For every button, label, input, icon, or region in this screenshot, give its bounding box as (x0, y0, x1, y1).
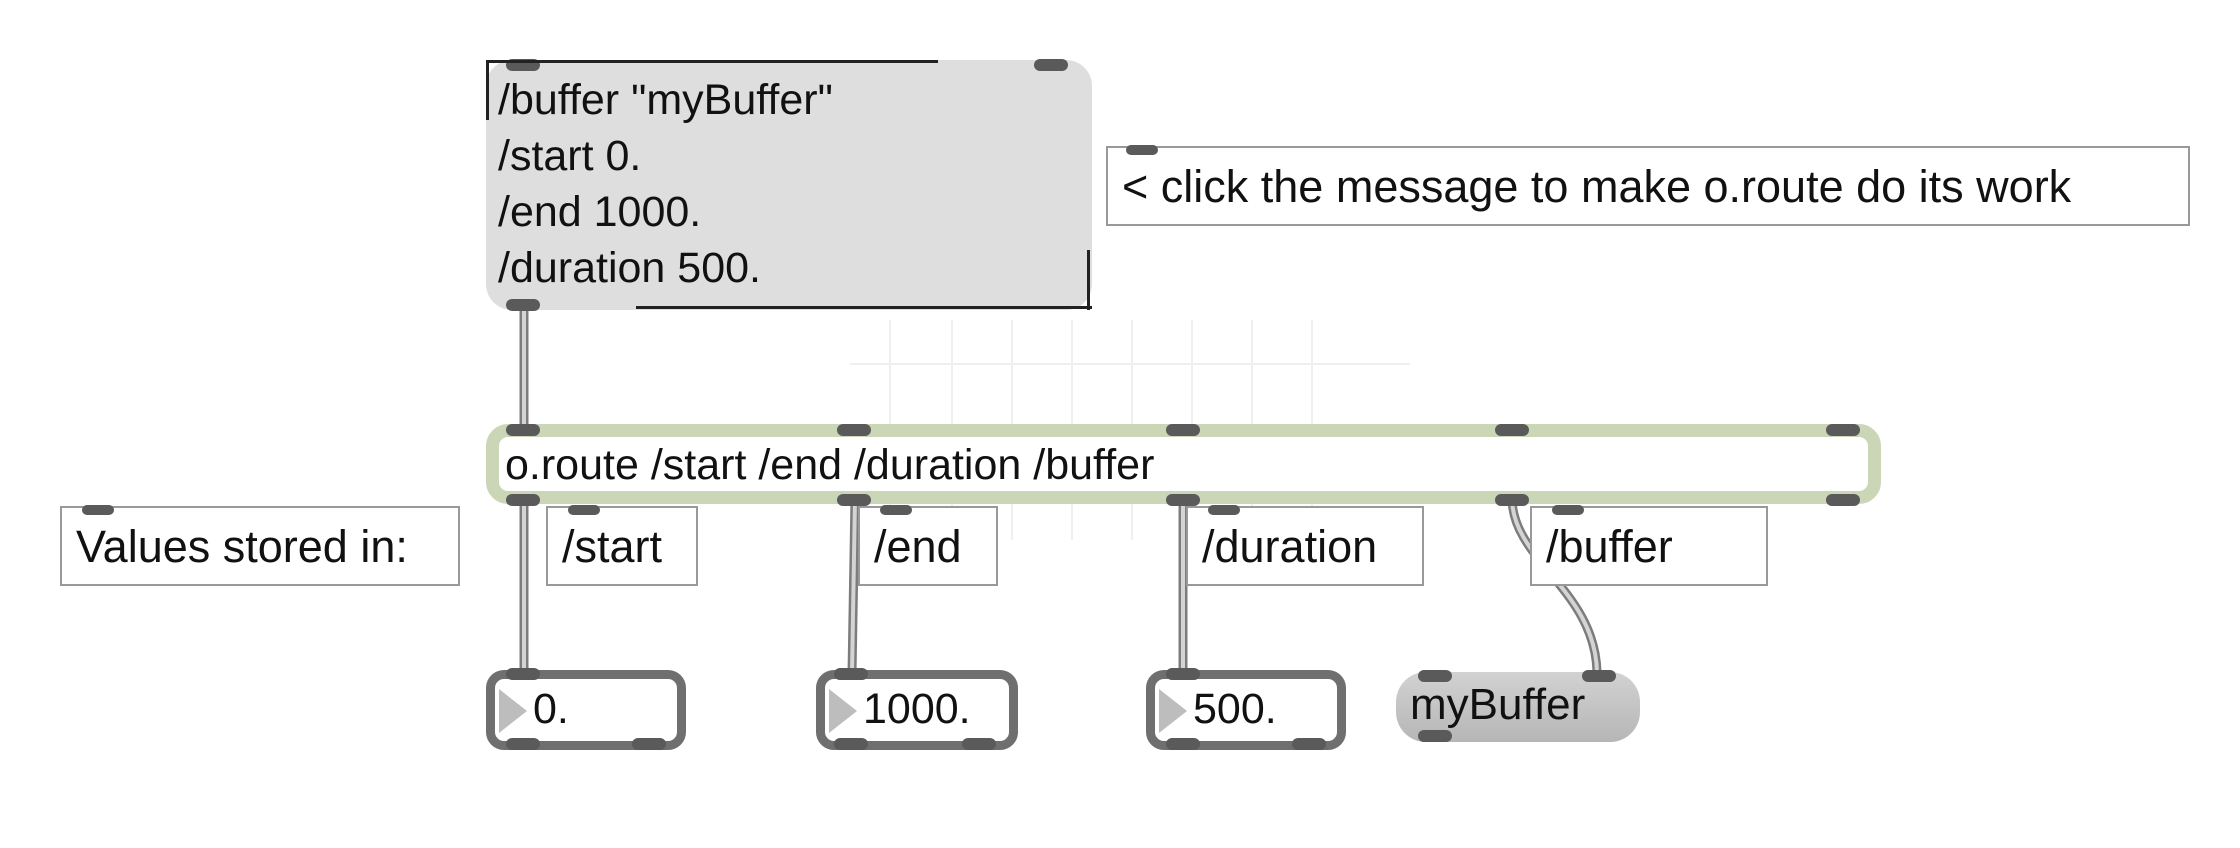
values-label-comment: Values stored in: (60, 505, 460, 586)
symbol-message-text: myBuffer (1410, 680, 1586, 729)
number-duration-outlet-2[interactable] (1292, 738, 1326, 750)
symbol-inlet-right[interactable] (1582, 670, 1616, 682)
oroute-object[interactable]: o.route /start /end /duration /buffer (486, 424, 1881, 504)
number-box-start-value: 0. (533, 685, 569, 733)
selection-bracket-top (486, 60, 938, 63)
number-box-end-value: 1000. (863, 685, 971, 733)
symbol-outlet[interactable] (1418, 730, 1452, 742)
number-box-duration[interactable]: 500. (1146, 670, 1346, 750)
number-triangle-icon (499, 689, 527, 733)
number-box-duration-value: 500. (1193, 685, 1277, 733)
address-comment-start: /start (546, 505, 698, 586)
oroute-outlet-3[interactable] (1166, 494, 1200, 506)
oroute-outlet-1[interactable] (506, 494, 540, 506)
oroute-outlet-4[interactable] (1495, 494, 1529, 506)
oroute-inlet-5[interactable] (1826, 424, 1860, 436)
selection-bracket-right (1087, 250, 1090, 310)
number-start-outlet-2[interactable] (632, 738, 666, 750)
values-label-text: Values stored in: (76, 521, 408, 572)
comment-port (1208, 505, 1240, 515)
comment-port (1126, 145, 1158, 155)
address-comment-duration-text: /duration (1202, 521, 1378, 572)
message-outlet[interactable] (506, 299, 540, 311)
address-comment-duration: /duration (1186, 505, 1424, 586)
number-end-outlet-1[interactable] (834, 738, 868, 750)
selection-bracket-bottom (636, 306, 1092, 309)
oroute-text: o.route /start /end /duration /buffer (505, 441, 1155, 489)
hint-comment-text: < click the message to make o.route do i… (1122, 161, 2072, 212)
comment-port (1552, 505, 1584, 515)
selection-bracket-left (486, 60, 489, 120)
number-box-start[interactable]: 0. (486, 670, 686, 750)
message-content: /buffer "myBuffer" /start 0. /end 1000. … (498, 76, 833, 292)
number-end-inlet[interactable] (834, 668, 868, 680)
number-triangle-icon (829, 689, 857, 733)
oroute-inlet-1[interactable] (506, 424, 540, 436)
number-end-outlet-2[interactable] (962, 738, 996, 750)
comment-port (82, 505, 114, 515)
hint-comment: < click the message to make o.route do i… (1106, 145, 2190, 226)
address-comment-end-text: /end (874, 521, 962, 572)
number-start-inlet[interactable] (506, 668, 540, 680)
address-comment-start-text: /start (562, 521, 663, 572)
address-comment-buffer: /buffer (1530, 505, 1768, 586)
comment-port (568, 505, 600, 515)
number-duration-outlet-1[interactable] (1166, 738, 1200, 750)
address-comment-end: /end (858, 505, 998, 586)
osc-message-box[interactable]: /buffer "myBuffer" /start 0. /end 1000. … (486, 59, 1092, 311)
number-start-outlet-1[interactable] (506, 738, 540, 750)
comment-port (880, 505, 912, 515)
number-triangle-icon (1159, 689, 1187, 733)
symbol-inlet-left[interactable] (1418, 670, 1452, 682)
oroute-outlet-2[interactable] (837, 494, 871, 506)
address-comment-buffer-text: /buffer (1546, 521, 1673, 572)
oroute-inlet-2[interactable] (837, 424, 871, 436)
number-duration-inlet[interactable] (1166, 668, 1200, 680)
number-box-end[interactable]: 1000. (816, 670, 1018, 750)
oroute-outlet-5[interactable] (1826, 494, 1860, 506)
message-inlet-right[interactable] (1034, 59, 1068, 71)
oroute-inlet-4[interactable] (1495, 424, 1529, 436)
oroute-inlet-3[interactable] (1166, 424, 1200, 436)
